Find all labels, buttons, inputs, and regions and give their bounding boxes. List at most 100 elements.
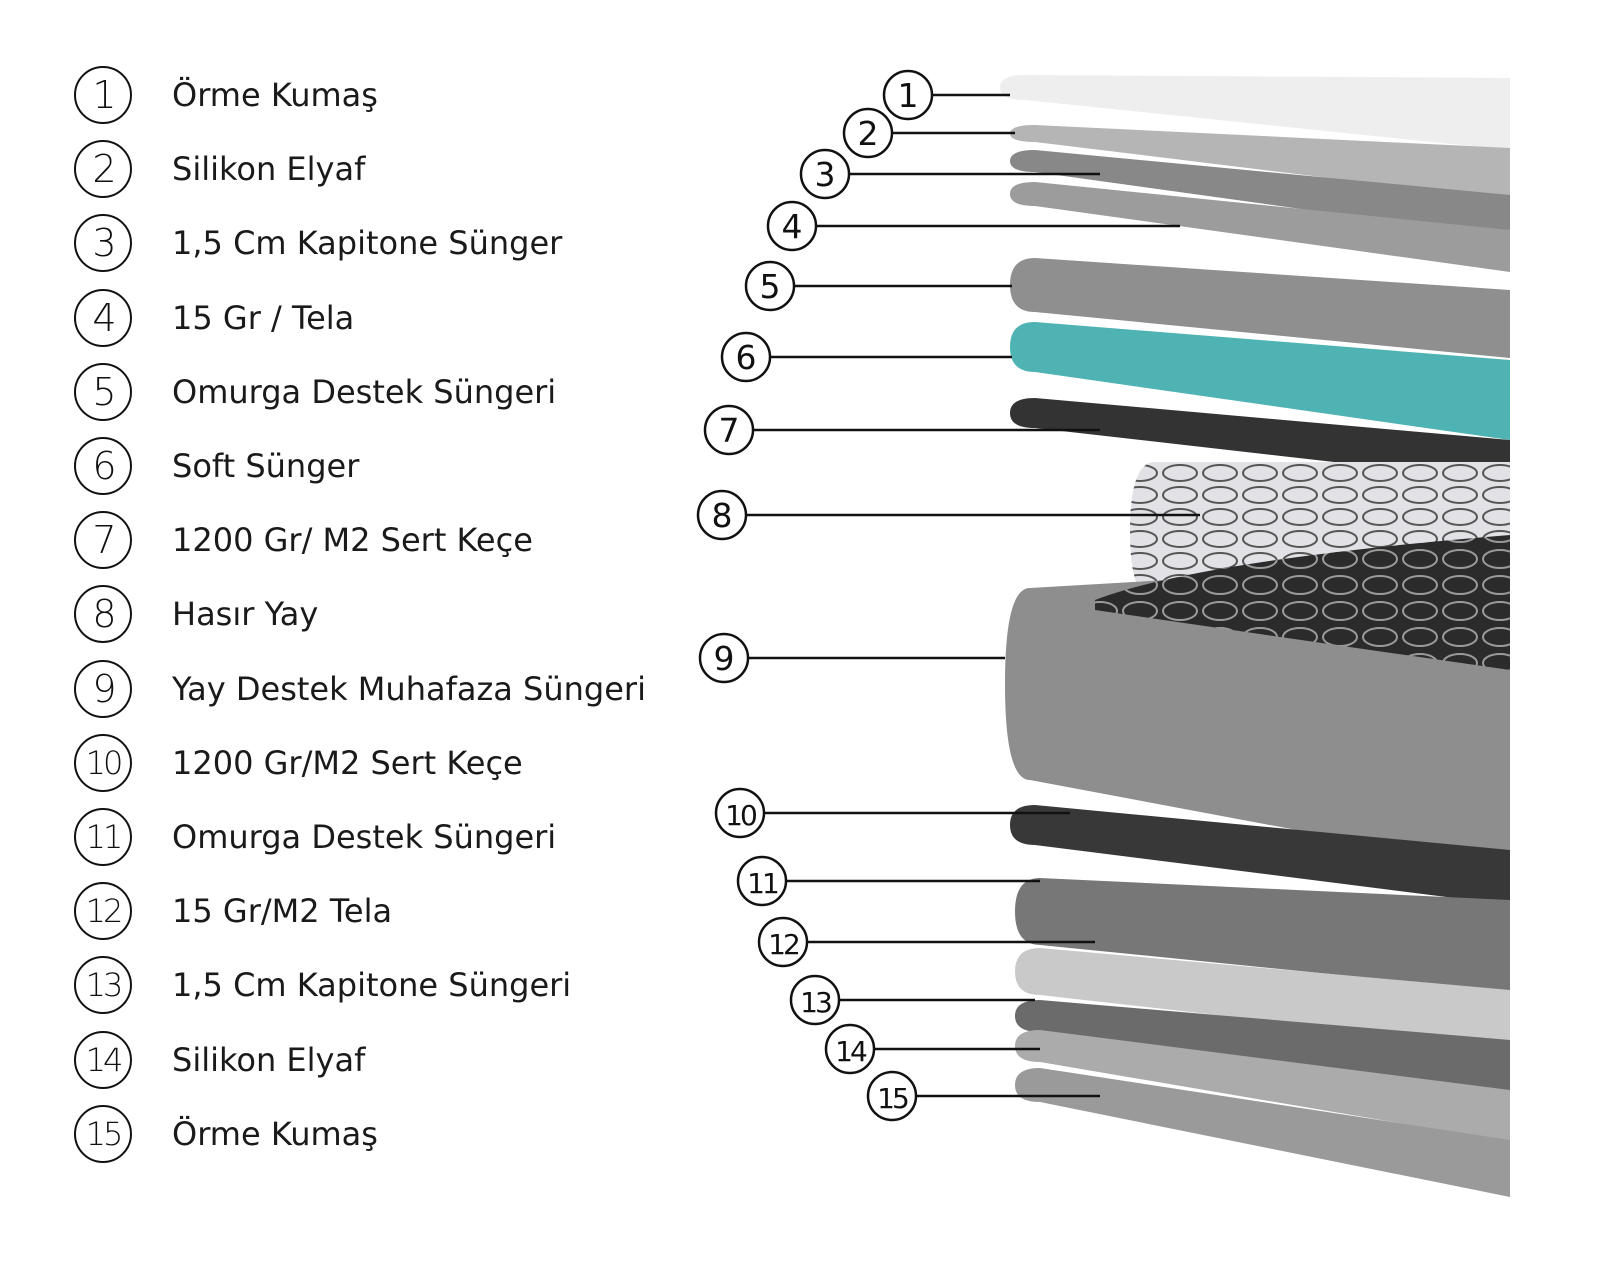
mattress-layer-7 bbox=[1010, 398, 1510, 482]
callout-number: 3 bbox=[815, 155, 836, 194]
legend-number-badge: 14 bbox=[74, 1030, 132, 1089]
legend-number-badge: 13 bbox=[74, 956, 132, 1015]
legend-label: Omurga Destek Süngeri bbox=[172, 372, 557, 411]
callout-13: 13 bbox=[789, 974, 1035, 1026]
callout-number: 8 bbox=[712, 496, 733, 535]
callout-circle bbox=[703, 404, 755, 456]
callout-number: 2 bbox=[858, 114, 879, 153]
callout-number: 1 bbox=[898, 76, 919, 115]
callout-15: 15 bbox=[866, 1070, 1100, 1122]
legend-label: 1200 Gr/ M2 Sert Keçe bbox=[172, 521, 533, 560]
legend-label: 1,5 Cm Kapitone Süngeri bbox=[172, 966, 572, 1005]
mattress-layer-15 bbox=[1015, 1068, 1510, 1197]
legend-label: Hasır Yay bbox=[172, 595, 319, 634]
callout-number: 4 bbox=[782, 207, 803, 246]
callout-circle bbox=[842, 107, 894, 159]
legend-item: 5 Omurga Destek Süngeri bbox=[74, 360, 556, 424]
callout-circle bbox=[824, 1023, 876, 1075]
legend-label: Silikon Elyaf bbox=[172, 150, 366, 189]
legend-number-badge: 3 bbox=[74, 214, 132, 273]
legend-number-badge: 9 bbox=[74, 659, 132, 718]
callout-number: 9 bbox=[714, 639, 735, 678]
callout-14: 14 bbox=[824, 1023, 1040, 1075]
legend-label: 15 Gr/M2 Tela bbox=[172, 892, 393, 931]
legend-item: 12 15 Gr/M2 Tela bbox=[74, 879, 392, 943]
legend-label: 15 Gr / Tela bbox=[172, 298, 355, 337]
legend-number-badge: 2 bbox=[74, 140, 132, 199]
mattress-layer-13 bbox=[1015, 1000, 1510, 1092]
legend-number-badge: 10 bbox=[74, 733, 132, 792]
mattress-layer-3 bbox=[1010, 150, 1510, 238]
callout-number: 5 bbox=[760, 267, 781, 306]
callout-circle bbox=[720, 331, 772, 383]
legend-item: 9 Yay Destek Muhafaza Süngeri bbox=[74, 657, 646, 721]
legend-label: Örme Kumaş bbox=[172, 76, 378, 114]
legend-item: 15 Örme Kumaş bbox=[74, 1102, 378, 1166]
callout-number: 14 bbox=[835, 1035, 867, 1068]
callout-number: 10 bbox=[725, 799, 756, 832]
callout-5: 5 bbox=[744, 260, 1012, 312]
callout-circle bbox=[766, 200, 818, 252]
callout-circle bbox=[882, 69, 934, 121]
legend-item: 14 Silikon Elyaf bbox=[74, 1028, 365, 1092]
legend-number-badge: 15 bbox=[74, 1104, 132, 1163]
callout-circle bbox=[736, 855, 788, 907]
legend-item: 2 Silikon Elyaf bbox=[74, 137, 365, 201]
callout-circle bbox=[799, 148, 851, 200]
legend-item: 1 Örme Kumaş bbox=[74, 63, 378, 127]
callout-number: 13 bbox=[800, 986, 831, 1019]
callout-circle bbox=[696, 489, 748, 541]
callout-8: 8 bbox=[696, 489, 1200, 541]
legend-label: Örme Kumaş bbox=[172, 1114, 378, 1153]
callout-circle bbox=[757, 916, 809, 968]
mattress-layer-1 bbox=[1000, 75, 1510, 150]
callout-12: 12 bbox=[757, 916, 1095, 968]
callout-circle bbox=[866, 1070, 918, 1122]
mattress-layer-10 bbox=[1010, 805, 1510, 905]
legend-label: Yay Destek Muhafaza Süngeri bbox=[172, 669, 646, 708]
legend-item: 8 Hasır Yay bbox=[74, 582, 318, 646]
callout-1: 1 bbox=[882, 69, 1010, 121]
legend-label: Silikon Elyaf bbox=[172, 1040, 366, 1079]
callout-10: 10 bbox=[714, 787, 1070, 839]
legend-number-badge: 7 bbox=[74, 511, 132, 570]
legend-number-badge: 12 bbox=[74, 882, 132, 941]
legend-number-badge: 4 bbox=[74, 288, 132, 347]
mattress-layer-2 bbox=[1010, 125, 1510, 200]
callout-number: 11 bbox=[747, 867, 778, 900]
callout-4: 4 bbox=[766, 200, 1180, 252]
legend-number-badge: 5 bbox=[74, 362, 132, 421]
mattress-layer-5 bbox=[1010, 258, 1510, 358]
callout-circle bbox=[744, 260, 796, 312]
legend-item: 7 1200 Gr/ M2 Sert Keçe bbox=[74, 508, 533, 572]
callout-number: 12 bbox=[768, 928, 799, 961]
legend-item: 13 1,5 Cm Kapitone Süngeri bbox=[74, 953, 571, 1017]
legend-item: 10 1200 Gr/M2 Sert Keçe bbox=[74, 731, 523, 795]
legend-item: 3 1,5 Cm Kapitone Sünger bbox=[74, 211, 562, 275]
mattress-layer-14 bbox=[1015, 1030, 1510, 1142]
callout-11: 11 bbox=[736, 855, 1040, 907]
legend-number-badge: 11 bbox=[74, 808, 132, 866]
mattress-layer-4 bbox=[1010, 182, 1510, 272]
legend-item: 4 15 Gr / Tela bbox=[74, 286, 354, 350]
legend-number-badge: 6 bbox=[74, 437, 132, 495]
callout-3: 3 bbox=[799, 148, 1100, 200]
legend-label: Omurga Destek Süngeri bbox=[172, 818, 557, 856]
legend-label: 1200 Gr/M2 Sert Keçe bbox=[172, 743, 523, 782]
callout-6: 6 bbox=[720, 331, 1012, 383]
callout-circle bbox=[789, 974, 841, 1026]
callout-7: 7 bbox=[703, 404, 1100, 456]
legend-label: 1,5 Cm Kapitone Sünger bbox=[172, 224, 563, 263]
mattress-layer-11 bbox=[1015, 878, 1510, 992]
legend-number-badge: 1 bbox=[74, 66, 132, 124]
callout-number: 7 bbox=[719, 411, 740, 450]
callout-number: 15 bbox=[877, 1082, 908, 1115]
legend-number-badge: 8 bbox=[74, 585, 132, 644]
mattress-layer-6 bbox=[1010, 322, 1510, 440]
callout-2: 2 bbox=[842, 107, 1015, 159]
callout-circle bbox=[698, 632, 750, 684]
mattress-layer-12 bbox=[1015, 948, 1510, 1048]
